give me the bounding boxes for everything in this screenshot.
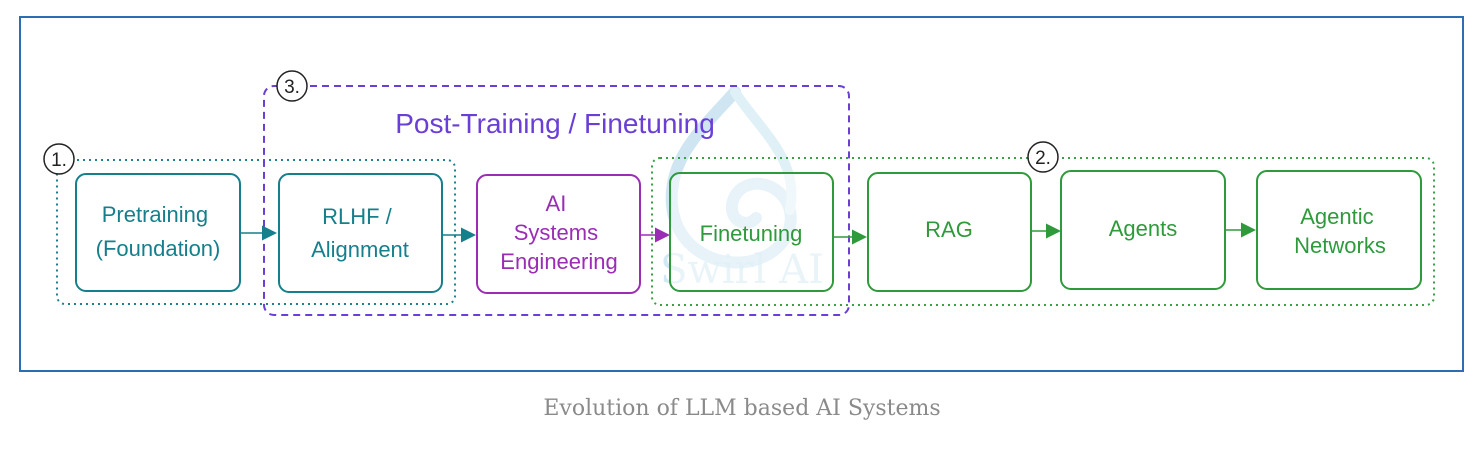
svg-text:RAG: RAG	[925, 217, 973, 242]
figure-caption: Evolution of LLM based AI Systems	[543, 396, 941, 421]
box-rag-line-1: RAG	[925, 217, 973, 242]
box-ai-systems-line-2: Systems	[514, 220, 598, 245]
box-agentic-networks-line-2: Networks	[1294, 233, 1386, 258]
svg-text:Agents: Agents	[1109, 216, 1178, 241]
box-rag: RAG	[867, 172, 1032, 292]
group-three-label: 3.	[284, 77, 300, 98]
box-ai-systems: AI Systems Engineering	[476, 174, 641, 294]
group-two-outline	[651, 157, 1435, 306]
group-three-title: Post-Training / Finetuning	[395, 108, 715, 139]
box-ai-systems-line-3: Engineering	[500, 249, 617, 274]
box-rlhf: RLHF / Alignment	[278, 173, 443, 293]
box-rlhf-line-2: Alignment	[311, 237, 409, 262]
svg-text:Finetuning: Finetuning	[700, 221, 803, 246]
svg-text:AI Systems Enginee: AI Systems Engineering	[500, 191, 617, 274]
box-agents-line-1: Agents	[1109, 216, 1178, 241]
box-pretraining-line-2: (Foundation)	[96, 236, 221, 261]
svg-text:Pretraining (Foundation): Pretraining (Foundation)	[96, 202, 221, 261]
box-rlhf-line-1: RLHF /	[322, 204, 393, 229]
group-three-outline	[263, 85, 850, 316]
box-pretraining-line-1: Pretraining	[102, 202, 208, 227]
group-two-badge	[1027, 141, 1059, 173]
box-pretraining: Pretraining (Foundation)	[75, 173, 241, 292]
group-one-label: 1.	[51, 150, 67, 171]
diagram-frame	[19, 16, 1464, 372]
box-agentic-networks-line-1: Agentic	[1300, 204, 1373, 229]
box-finetuning: Finetuning	[669, 172, 834, 292]
svg-text:Agentic Networks: Agentic Networks	[1294, 204, 1386, 258]
box-ai-systems-line-1: AI	[546, 191, 567, 216]
box-finetuning-line-1: Finetuning	[700, 221, 803, 246]
group-three-badge	[276, 70, 308, 102]
group-one-badge	[43, 143, 75, 175]
group-two-label: 2.	[1035, 148, 1051, 169]
svg-text:RLHF / Alignment: RLHF / Alignment	[311, 204, 409, 262]
box-agentic-networks: Agentic Networks	[1256, 170, 1422, 290]
box-agents: Agents	[1060, 170, 1226, 290]
